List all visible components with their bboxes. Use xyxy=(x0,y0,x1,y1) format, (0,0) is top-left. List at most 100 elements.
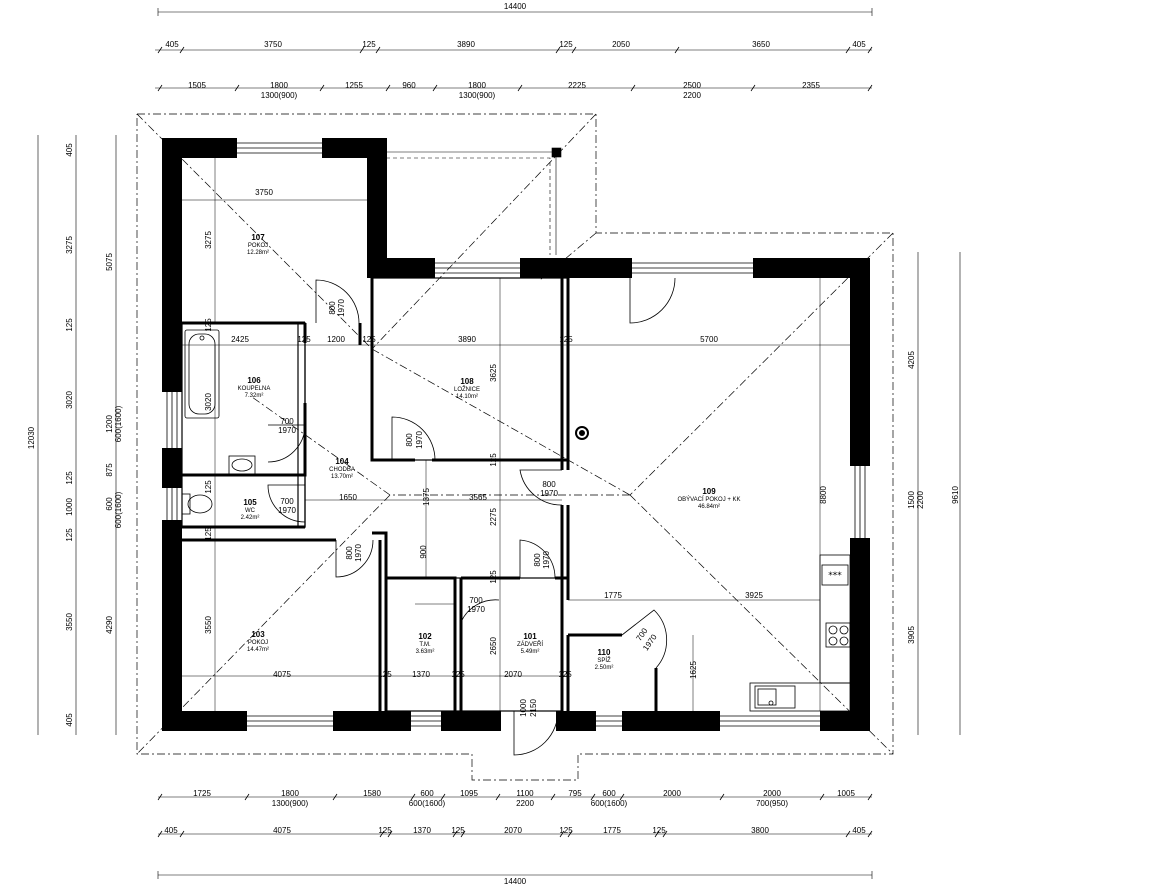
dim-label: 125 xyxy=(204,527,213,541)
dim-label: 2070 xyxy=(504,670,522,679)
room-label-102: 102 T.M. 3.63m² xyxy=(416,632,435,655)
room-number: 105 xyxy=(243,498,257,507)
dim-label: 125 xyxy=(559,40,573,49)
room-area: 3.63m² xyxy=(416,649,435,655)
dim-label: 800 xyxy=(542,480,556,489)
windows xyxy=(166,142,866,727)
room-label-104: 104 CHODBA 13.70m² xyxy=(329,457,355,480)
room-label-109: 109 OBÝVACÍ POKOJ + KK 46.84m² xyxy=(677,487,740,510)
dim-sub-label: 1300(900) xyxy=(272,799,309,808)
dim-label: 1500 xyxy=(907,491,916,509)
pergola xyxy=(386,147,562,255)
room-name: SPÍŽ xyxy=(597,656,611,664)
room-label-108: 108 LOŽNICE 14.10m² xyxy=(454,377,480,400)
chimney xyxy=(575,426,589,440)
dim-label: 405 xyxy=(165,40,179,49)
dim-sub-label: 2200 xyxy=(916,491,925,509)
dim-label: 3925 xyxy=(745,591,763,600)
dim-sub-label: 2200 xyxy=(516,799,534,808)
dim-label: 2050 xyxy=(612,40,630,49)
dim-label: 3565 xyxy=(469,493,487,502)
dim-label: 960 xyxy=(402,81,416,90)
dim-label: 125 xyxy=(204,480,213,494)
dim-sub-label: 600(1600) xyxy=(114,491,123,528)
room-number: 107 xyxy=(251,233,265,242)
left-total-dim: 12030 xyxy=(27,426,36,449)
room-number: 106 xyxy=(247,376,261,385)
dim-label: 125 xyxy=(378,826,392,835)
room-area: 14.47m² xyxy=(247,647,269,653)
dim-label: 125 xyxy=(558,670,572,679)
dim-label: 125 xyxy=(451,670,465,679)
left-dim-col1: 405 3275 125 3020 125 1000 125 3550 405 xyxy=(65,143,74,727)
room-number: 109 xyxy=(702,487,716,496)
dim-label: 3020 xyxy=(65,391,74,409)
dim-label: 1970 xyxy=(540,489,558,498)
inner-dim-texts: 3750 3275 2425 125 3020 1200 125 125 389… xyxy=(204,188,828,717)
top-total-dim: 14400 xyxy=(504,2,527,11)
room-name: CHODBA xyxy=(329,467,355,473)
toilet xyxy=(181,493,213,515)
room-label-110: 110 SPÍŽ 2.50m² xyxy=(595,648,614,671)
dim-label: 125 xyxy=(451,826,465,835)
dim-label: 8800 xyxy=(819,486,828,504)
dim-sub-label: 2200 xyxy=(683,91,701,100)
dim-label: 700 xyxy=(469,596,483,605)
dim-label: 125 xyxy=(65,528,74,542)
dim-label: 2500 xyxy=(683,81,701,90)
room-number: 104 xyxy=(335,457,349,466)
dim-label: 2275 xyxy=(489,508,498,526)
room-label-101: 101 ZÁDVEŘÍ 5.49m² xyxy=(517,632,543,655)
dim-label: 800 xyxy=(405,433,414,447)
dim-label: 1095 xyxy=(460,789,478,798)
dim-label: 700 xyxy=(280,497,294,506)
dim-label: 4075 xyxy=(273,826,291,835)
dim-label: 1375 xyxy=(422,488,431,506)
dim-label: 700 xyxy=(280,417,294,426)
dim-label: 4290 xyxy=(105,616,114,634)
dim-label: 3890 xyxy=(458,335,476,344)
dim-label: 125 xyxy=(489,570,498,584)
exterior-walls xyxy=(162,138,870,731)
room-number: 101 xyxy=(523,632,537,641)
dim-label: 1200 xyxy=(327,335,345,344)
right-dimensions xyxy=(917,252,961,735)
dim-label: 3750 xyxy=(255,188,273,197)
dim-label: 1775 xyxy=(604,591,622,600)
dim-label: 125 xyxy=(559,335,573,344)
dim-sub-label: 600(1600) xyxy=(114,405,123,442)
dim-label: 125 xyxy=(297,335,311,344)
dim-label: 2150 xyxy=(529,699,538,717)
room-name: KOUPELNA xyxy=(238,386,271,392)
room-name: POKOJ xyxy=(248,243,268,249)
dim-label: 1370 xyxy=(412,670,430,679)
dim-label: 1580 xyxy=(363,789,381,798)
dim-label: 2425 xyxy=(231,335,249,344)
left-dimensions xyxy=(37,135,117,735)
room-area: 2.42m² xyxy=(241,515,260,521)
dim-label: 1970 xyxy=(278,426,296,435)
dim-label: 1970 xyxy=(415,431,424,449)
room-number: 102 xyxy=(418,632,432,641)
dim-label: 405 xyxy=(852,40,866,49)
svg-text:***: *** xyxy=(828,571,842,581)
dim-label: 900 xyxy=(419,545,428,559)
dim-label: 2225 xyxy=(568,81,586,90)
dim-label: 1650 xyxy=(339,493,357,502)
room-name: LOŽNICE xyxy=(454,385,480,393)
room-name: POKOJ xyxy=(248,640,268,646)
room-name: T.M. xyxy=(419,642,431,648)
dim-label: 1005 xyxy=(837,789,855,798)
kitchen-counter: *** xyxy=(749,554,851,712)
dim-label: 1970 xyxy=(467,605,485,614)
room-label-105: 105 WC 2.42m² xyxy=(241,498,260,521)
room-number: 108 xyxy=(460,377,474,386)
dim-label: 1970 xyxy=(354,544,363,562)
dim-label: 125 xyxy=(378,670,392,679)
room-label-106: 106 KOUPELNA 7.32m² xyxy=(238,376,271,399)
dim-label: 3650 xyxy=(752,40,770,49)
dim-label: 125 xyxy=(65,318,74,332)
room-number: 103 xyxy=(251,630,265,639)
dim-label: 1200 xyxy=(105,415,114,433)
